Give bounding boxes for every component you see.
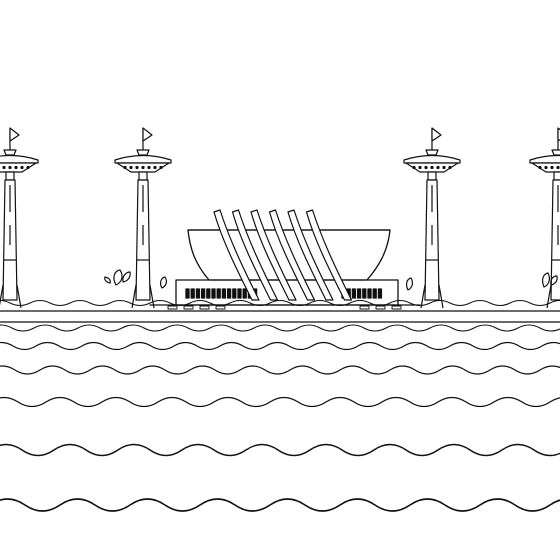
tower-cap [551, 149, 560, 156]
ground-slots [167, 305, 402, 310]
stadium-icon [149, 209, 421, 310]
wave-line-1 [0, 324, 560, 332]
observation-tower-icon [529, 127, 560, 309]
arch-rib [213, 209, 260, 301]
arch-rib [287, 209, 334, 301]
ground-slot [199, 305, 210, 310]
tower-light [8, 165, 12, 170]
tower-light [436, 165, 440, 170]
tower-light [2, 165, 6, 170]
tower-light [129, 165, 133, 170]
tower-light [147, 165, 151, 170]
tower-light [141, 165, 145, 170]
arch-rib [231, 209, 279, 301]
tower-disc-top [529, 154, 560, 164]
arch-rib [305, 209, 353, 301]
stadium-window [237, 288, 242, 299]
tower-light [418, 165, 422, 170]
tower-light [123, 165, 127, 170]
tower-neck [553, 171, 560, 181]
stadium-window [200, 288, 206, 299]
tower-light [544, 165, 548, 170]
tower-neck [5, 171, 15, 181]
stadium-window [195, 288, 201, 299]
tower-light [135, 165, 139, 170]
observation-tower-icon [0, 127, 39, 309]
tower-light [538, 165, 542, 170]
stadium-window [362, 288, 367, 299]
wave-line-3 [0, 365, 560, 375]
tower-light [442, 165, 446, 170]
stadium-window [351, 288, 357, 299]
splash-left-2 [122, 271, 131, 283]
tower-base-legs [0, 284, 22, 309]
tower-disc-body [0, 162, 37, 173]
wave-line-6 [0, 498, 560, 512]
tower-light [430, 165, 434, 170]
stadium-window [206, 288, 211, 299]
tower-light [159, 165, 163, 170]
stadium-window [216, 288, 221, 299]
stadium-window [372, 288, 377, 299]
tower-base-legs [131, 284, 155, 309]
observation-tower-icon [114, 127, 172, 309]
ground-slot [375, 305, 386, 310]
ground-slot [215, 305, 226, 310]
splash-mid [405, 277, 414, 291]
stadium-window [211, 288, 216, 299]
back-wave-line [0, 299, 560, 307]
wave-line-2 [0, 341, 560, 351]
stadium-window [356, 288, 362, 299]
tower-light [550, 165, 554, 170]
tower-light [26, 165, 30, 170]
quay [0, 310, 560, 323]
tower-light [448, 165, 452, 170]
arch-rib [250, 209, 297, 301]
tower-light [412, 165, 416, 170]
tower-disc-top [403, 154, 461, 164]
back-water [0, 299, 560, 307]
stadium-window [185, 288, 190, 299]
splash-icon [104, 269, 558, 291]
wave-line-4 [0, 396, 560, 408]
tower-base-legs [546, 284, 552, 309]
sea-waves [0, 324, 560, 512]
arch-rib [268, 209, 316, 301]
towers [0, 127, 560, 309]
tower-neck [427, 171, 437, 181]
wave-line-5 [0, 443, 560, 457]
flag-icon [9, 127, 20, 142]
tower-disc-top [0, 154, 39, 164]
stadium-window [232, 288, 237, 299]
splash-mid-2 [159, 276, 168, 289]
splash-left-3 [104, 276, 111, 284]
stadium-window [242, 288, 247, 299]
tower-light [20, 165, 24, 170]
flag-icon [142, 127, 153, 142]
stadium-arch-ribs [213, 209, 353, 301]
splash-right-2 [550, 275, 558, 286]
ground-slot [359, 305, 370, 310]
flag-icon [431, 127, 442, 142]
splash-left [113, 269, 123, 286]
tower-light [14, 165, 18, 170]
splash-right [542, 272, 550, 288]
tower-neck [138, 171, 148, 181]
tower-light [153, 165, 157, 170]
stadium-window [226, 288, 232, 299]
observation-tower-icon [403, 127, 461, 309]
ground-slot [167, 305, 178, 310]
stadium-window [221, 288, 227, 299]
stadium-window [377, 288, 383, 299]
stadium-window [190, 288, 195, 299]
tower-light [424, 165, 428, 170]
stadium-window [367, 288, 372, 299]
tower-disc-top [114, 154, 172, 164]
ground-slot [183, 305, 194, 310]
tower-light [556, 165, 560, 170]
ground-slot [391, 305, 402, 310]
tower-base-legs [420, 284, 444, 309]
